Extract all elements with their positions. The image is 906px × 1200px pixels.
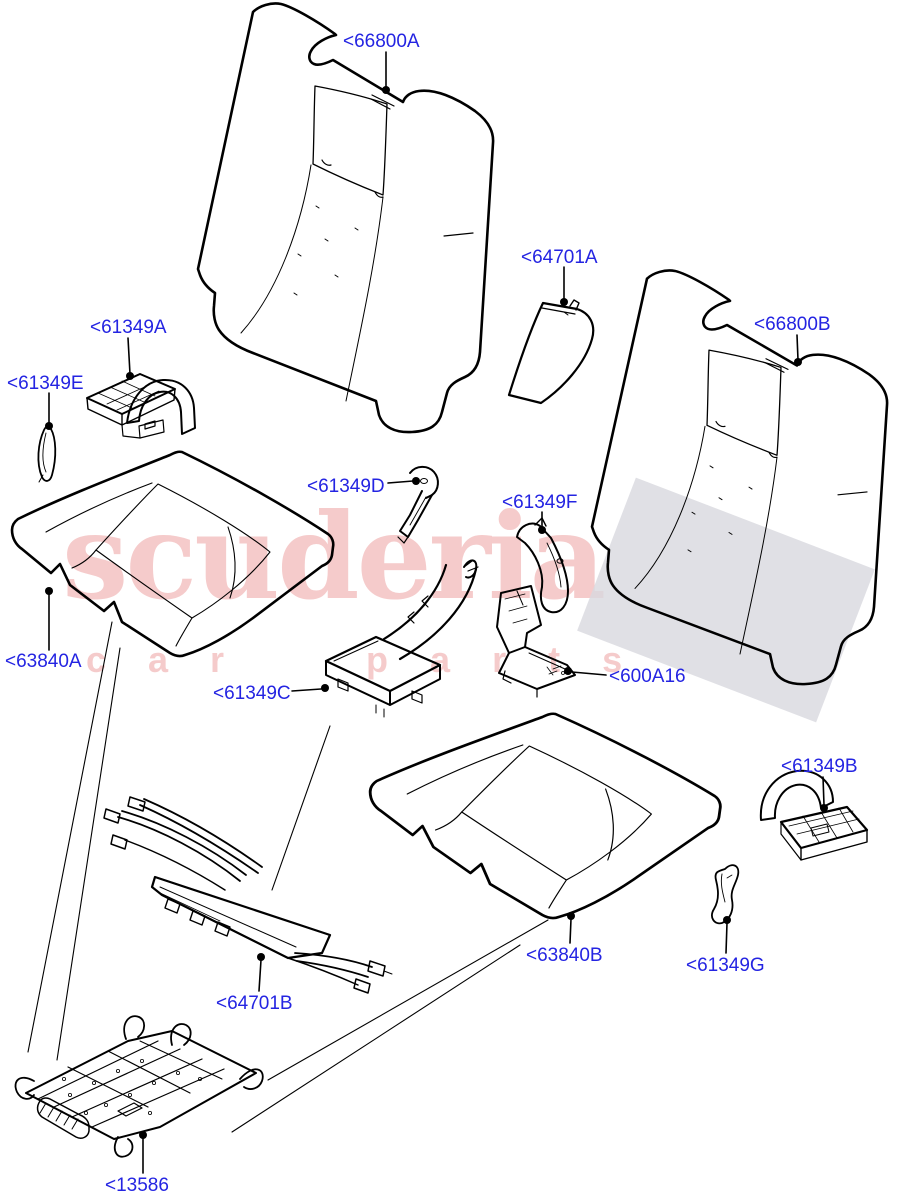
part-drawing-61349A <box>86 373 196 439</box>
part-drawing-61349E <box>37 425 57 483</box>
part-drawing-600A16 <box>496 585 576 698</box>
part-drawing-61349D <box>397 465 439 544</box>
callout-64701B[interactable]: <64701B <box>216 993 293 1014</box>
watermark-checker-flag <box>577 477 875 723</box>
callout-61349C[interactable]: <61349C <box>213 683 291 704</box>
callout-66800A[interactable]: <66800A <box>343 31 420 52</box>
part-drawing-61349B <box>759 769 869 861</box>
callout-61349G[interactable]: <61349G <box>686 955 765 976</box>
watermark-brand: scuderia <box>62 487 606 626</box>
callout-63840B[interactable]: <63840B <box>526 945 603 966</box>
part-drawing-66800A <box>196 2 495 434</box>
callout-64701A[interactable]: <64701A <box>521 247 598 268</box>
part-drawing-61349C <box>324 559 479 718</box>
callout-61349E[interactable]: <61349E <box>7 373 84 394</box>
exploded-view-pointer-lines <box>27 621 549 1133</box>
callout-13586[interactable]: <13586 <box>105 1175 169 1196</box>
part-drawing-13586 <box>14 1015 264 1158</box>
part-drawing-63840A <box>10 450 335 658</box>
part-drawing-64701A <box>507 299 595 405</box>
callout-61349F[interactable]: <61349F <box>502 492 578 513</box>
callout-61349D[interactable]: <61349D <box>307 476 385 497</box>
callout-leader-lines <box>45 51 828 1174</box>
part-drawing-63840B <box>368 712 722 920</box>
callout-61349A[interactable]: <61349A <box>90 317 167 338</box>
part-drawing-64701B <box>103 796 393 994</box>
callout-600A16[interactable]: <600A16 <box>609 666 686 687</box>
part-drawing-61349G <box>711 864 740 925</box>
callout-66800B[interactable]: <66800B <box>754 314 831 335</box>
callout-63840A[interactable]: <63840A <box>5 651 82 672</box>
callout-61349B[interactable]: <61349B <box>781 756 858 777</box>
